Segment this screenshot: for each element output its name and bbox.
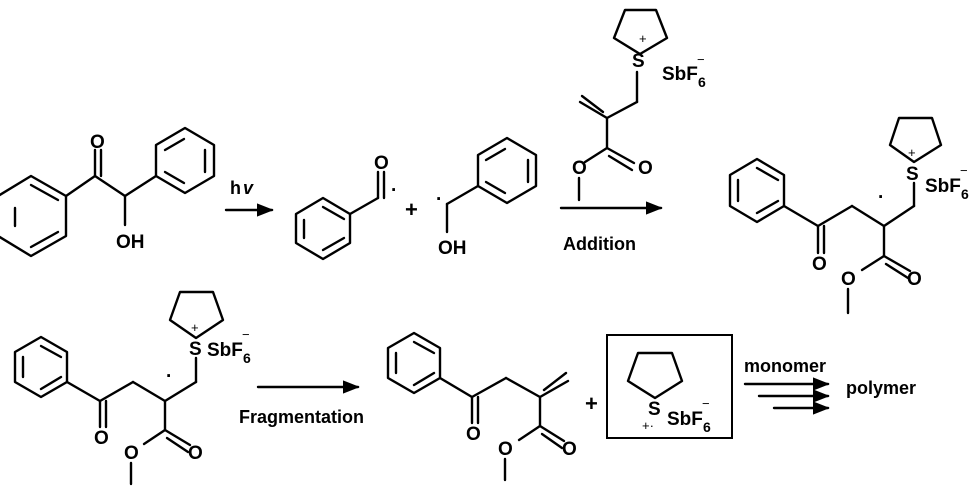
benzene-ring: [154, 126, 216, 195]
svg-text:O: O: [812, 254, 827, 275]
svg-text:·: ·: [436, 189, 442, 210]
svg-text:−: −: [697, 52, 705, 67]
svg-text:Addition: Addition: [563, 234, 636, 254]
svg-text:+: +: [639, 31, 647, 46]
carbonyl-oxygen: O: [90, 132, 105, 153]
svg-text:SbF: SbF: [925, 176, 961, 197]
svg-text:O: O: [841, 269, 856, 290]
svg-text:O: O: [124, 443, 139, 464]
svg-text:O: O: [572, 158, 587, 179]
svg-text:S: S: [648, 399, 661, 420]
thiolane-radical-cation-box: S +· SbF 6 −: [606, 334, 733, 439]
addition-arrow: Addition: [559, 201, 663, 254]
svg-text:O: O: [94, 428, 109, 449]
benzoyl-radical: O ·: [294, 153, 397, 261]
svg-text:O: O: [562, 439, 577, 460]
svg-text:−: −: [960, 163, 968, 178]
svg-text:polymer: polymer: [846, 378, 916, 398]
svg-text:+·: +·: [642, 418, 654, 433]
svg-text:+: +: [908, 145, 916, 160]
svg-text:+: +: [191, 320, 199, 335]
svg-text:S: S: [189, 339, 202, 360]
svg-text:SbF: SbF: [667, 409, 703, 430]
svg-text:O: O: [466, 424, 481, 445]
svg-text:−: −: [702, 396, 710, 411]
svg-text:O: O: [374, 153, 389, 174]
svg-text:h: h: [230, 178, 241, 198]
hydroxybenzyl-radical: · OH: [436, 136, 538, 259]
svg-text:monomer: monomer: [744, 356, 826, 376]
plus-sign: +: [405, 197, 418, 222]
fragmentation-arrow: Fragmentation: [239, 380, 364, 427]
svg-text:·: ·: [391, 180, 397, 201]
svg-text:S: S: [906, 164, 919, 185]
svg-text:6: 6: [703, 419, 711, 435]
allyl-sulfonium-reagent: S + SbF 6 − O O: [572, 8, 706, 202]
svg-text:OH: OH: [438, 238, 467, 259]
svg-text:·: ·: [166, 366, 172, 387]
svg-text:SbF: SbF: [662, 64, 698, 85]
product-alkene: O O O: [386, 331, 577, 482]
svg-text:6: 6: [243, 350, 251, 366]
plus-sign: +: [585, 391, 598, 416]
svg-text:O: O: [188, 443, 203, 464]
svg-text:6: 6: [698, 74, 706, 90]
svg-text:Fragmentation: Fragmentation: [239, 407, 364, 427]
svg-text:O: O: [638, 158, 653, 179]
polymerization-arrows: monomer polymer: [743, 356, 916, 415]
svg-text:6: 6: [961, 186, 969, 202]
adduct-radical: O · S + SbF 6 − O O: [728, 116, 969, 315]
svg-text:−: −: [242, 327, 250, 342]
svg-text:SbF: SbF: [207, 340, 243, 361]
benzoin-molecule: O OH: [0, 126, 216, 258]
hydroxyl-label: OH: [116, 232, 145, 253]
svg-text:O: O: [907, 269, 922, 290]
svg-text:S: S: [632, 51, 645, 72]
svg-text:O: O: [498, 439, 513, 460]
benzene-ring: [0, 174, 68, 258]
photolysis-arrow: h v: [224, 178, 274, 217]
svg-text:v: v: [243, 178, 254, 198]
svg-text:·: ·: [878, 187, 884, 208]
adduct-radical-row2: O · S + SbF 6 − O O: [13, 290, 251, 486]
